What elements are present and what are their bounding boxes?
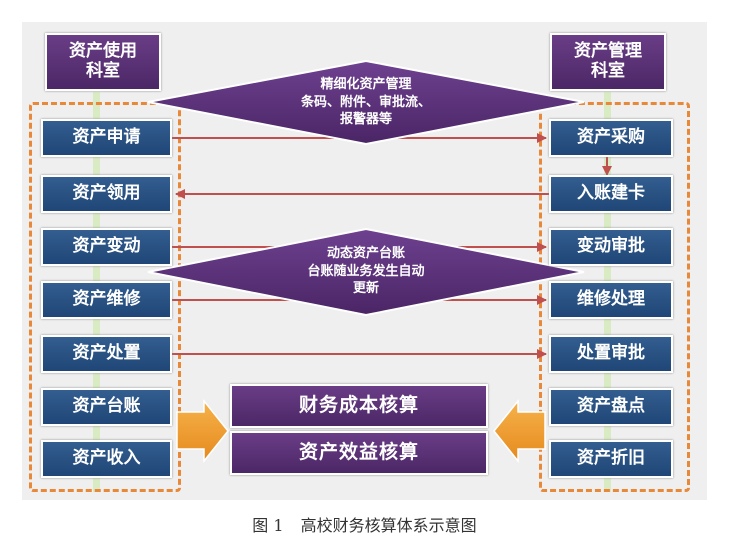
left-item-ledger: 资产台账 xyxy=(41,388,172,426)
left-group-outline xyxy=(29,102,181,492)
caption-label: 图 1 xyxy=(252,516,284,535)
right-item-purchase: 资产采购 xyxy=(549,119,673,157)
right-header-line-1: 资产管理 xyxy=(574,41,642,62)
left-item-income: 资产收入 xyxy=(41,440,172,478)
left-header-line-2: 科室 xyxy=(86,61,120,81)
left-item-repair: 资产维修 xyxy=(41,281,172,319)
right-item-change-approval: 变动审批 xyxy=(549,228,673,266)
caption-text: 高校财务核算体系示意图 xyxy=(300,516,477,535)
top-diamond-line-2: 条码、附件、审批流、 xyxy=(300,94,431,110)
right-item-card: 入账建卡 xyxy=(549,175,673,213)
mid-diamond-line-1: 动态资产台账 xyxy=(326,246,405,261)
right-header-box: 资产管理 科室 xyxy=(550,33,666,91)
mid-diamond-line-2: 台账随业务发生自动 xyxy=(307,263,425,279)
mid-diamond-line-3: 更新 xyxy=(352,281,379,297)
left-item-change: 资产变动 xyxy=(41,228,172,266)
right-item-depreciation: 资产折旧 xyxy=(549,440,673,478)
left-item-apply: 资产申请 xyxy=(41,119,172,157)
right-block-arrow xyxy=(493,398,546,464)
right-item-repair-processing: 维修处理 xyxy=(549,281,673,319)
left-item-receive: 资产领用 xyxy=(41,175,172,213)
center-box-benefit-accounting: 资产效益核算 xyxy=(230,431,488,475)
top-diamond-text: 精细化资产管理 条码、附件、审批流、 报警器等 xyxy=(236,76,496,129)
right-header-line-2: 科室 xyxy=(591,61,625,81)
top-diamond-line-1: 精细化资产管理 xyxy=(320,77,412,92)
left-item-disposal: 资产处置 xyxy=(41,335,172,373)
right-item-inventory: 资产盘点 xyxy=(549,388,673,426)
left-header-line-1: 资产使用 xyxy=(69,41,137,62)
top-diamond-shape xyxy=(147,59,585,146)
right-item-disposal-approval: 处置审批 xyxy=(549,335,673,373)
top-diamond-line-3: 报警器等 xyxy=(339,112,392,128)
mid-diamond-text: 动态资产台账 台账随业务发生自动 更新 xyxy=(236,245,496,298)
center-box-cost-accounting: 财务成本核算 xyxy=(230,384,488,428)
figure-caption: 图 1 高校财务核算体系示意图 xyxy=(0,512,729,536)
mid-diamond-shape xyxy=(147,227,585,317)
left-header-box: 资产使用 科室 xyxy=(45,33,161,91)
left-block-arrow xyxy=(176,398,229,464)
